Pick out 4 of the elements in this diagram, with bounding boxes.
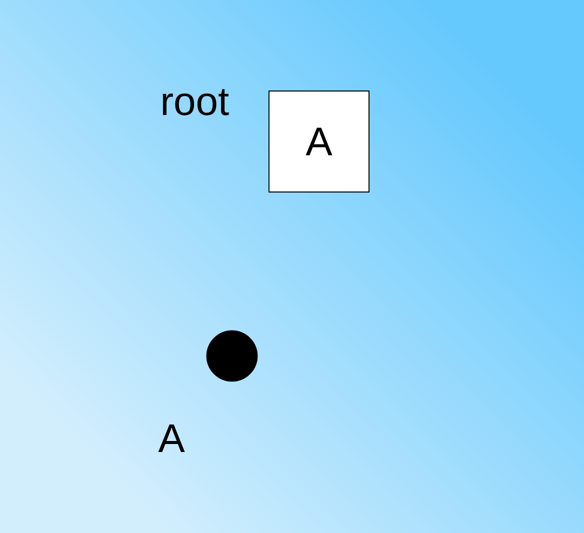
node-caption: A	[158, 424, 185, 452]
circle-dot	[206, 330, 258, 382]
label: root	[162, 89, 229, 116]
state-box: A	[268, 90, 370, 192]
